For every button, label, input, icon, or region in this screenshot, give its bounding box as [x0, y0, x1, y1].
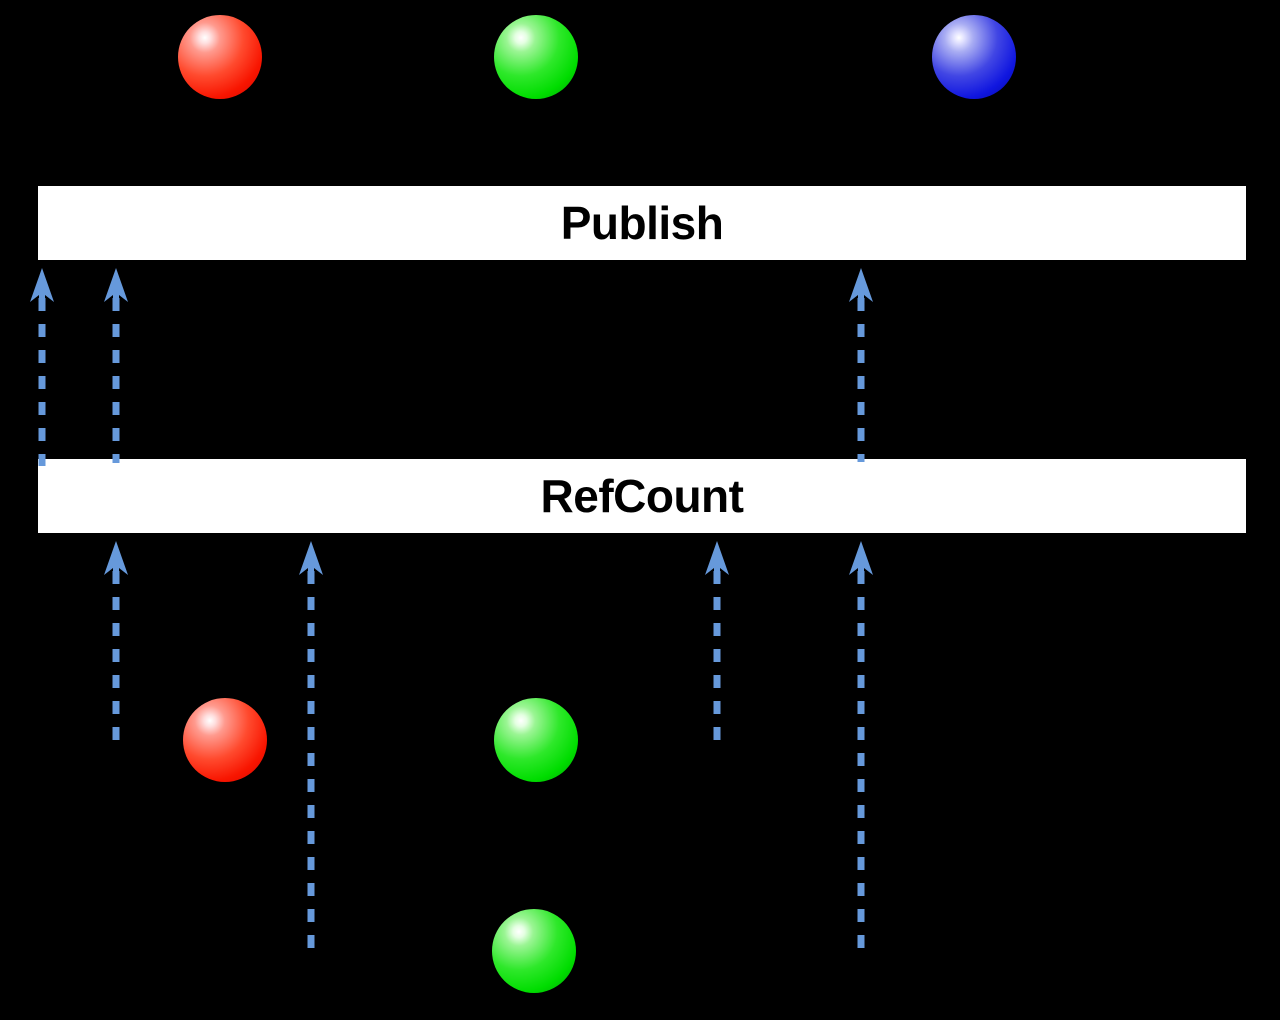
arrow-sub-to-refcount-3 [703, 541, 731, 742]
arrow-sub-to-refcount-4 [847, 541, 875, 957]
marble-red-source [178, 15, 262, 99]
marble-green-source [494, 15, 578, 99]
band-refcount-label: RefCount [540, 470, 744, 522]
band-publish[interactable]: Publish [38, 186, 1246, 260]
arrow-refcount-to-publish-3 [847, 268, 875, 462]
marble-blue-source [932, 15, 1016, 99]
arrow-sub-to-refcount-1 [102, 541, 130, 742]
band-publish-label: Publish [560, 197, 724, 249]
marble-red-sub [183, 698, 267, 782]
marble-green-sub-2 [492, 909, 576, 993]
marble-green-sub-1 [494, 698, 578, 782]
arrow-sub-to-refcount-2 [297, 541, 325, 957]
band-refcount[interactable]: RefCount [38, 459, 1246, 533]
arrow-refcount-to-publish-1 [28, 268, 56, 466]
arrow-refcount-to-publish-2 [102, 268, 130, 463]
